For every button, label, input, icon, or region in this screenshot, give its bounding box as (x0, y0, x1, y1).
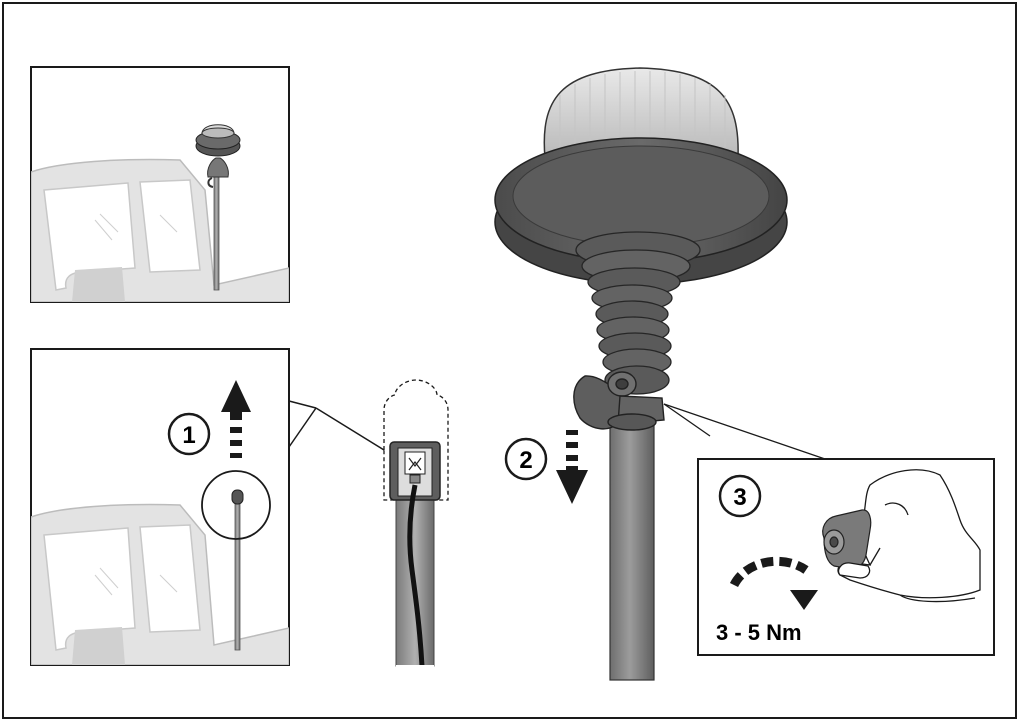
step-1-label: 1 (182, 422, 195, 449)
step-3-label: 3 (733, 484, 746, 511)
panel-vehicle-pole: 1 (30, 348, 385, 666)
knob-detail (822, 509, 872, 570)
large-pole (609, 419, 655, 681)
bare-pole (234, 499, 241, 651)
clamp-knob (573, 371, 665, 431)
step-1-badge: 1 (167, 412, 211, 456)
panel-torque-detail: 3 3 - 5 Nm (697, 458, 995, 656)
beacon-small (195, 124, 241, 188)
torque-value: 3 - 5 Nm (716, 620, 802, 645)
pole-cross-section (383, 379, 449, 667)
beacon-bellows (575, 231, 701, 395)
step-2-badge: 2 (504, 437, 548, 481)
mount-pole (213, 174, 220, 291)
panel-vehicle-mounted (30, 66, 290, 303)
arrow-up-icon (221, 380, 251, 458)
arrow-down-icon (556, 430, 588, 504)
rotate-clockwise-icon (729, 556, 818, 610)
power-cable (407, 484, 425, 667)
step-2-label: 2 (519, 447, 532, 474)
beacon-large: 2 (494, 67, 826, 681)
pole-tip-highlight (201, 470, 271, 540)
step-3-badge: 3 (718, 474, 762, 518)
beacon-lens (543, 67, 739, 159)
